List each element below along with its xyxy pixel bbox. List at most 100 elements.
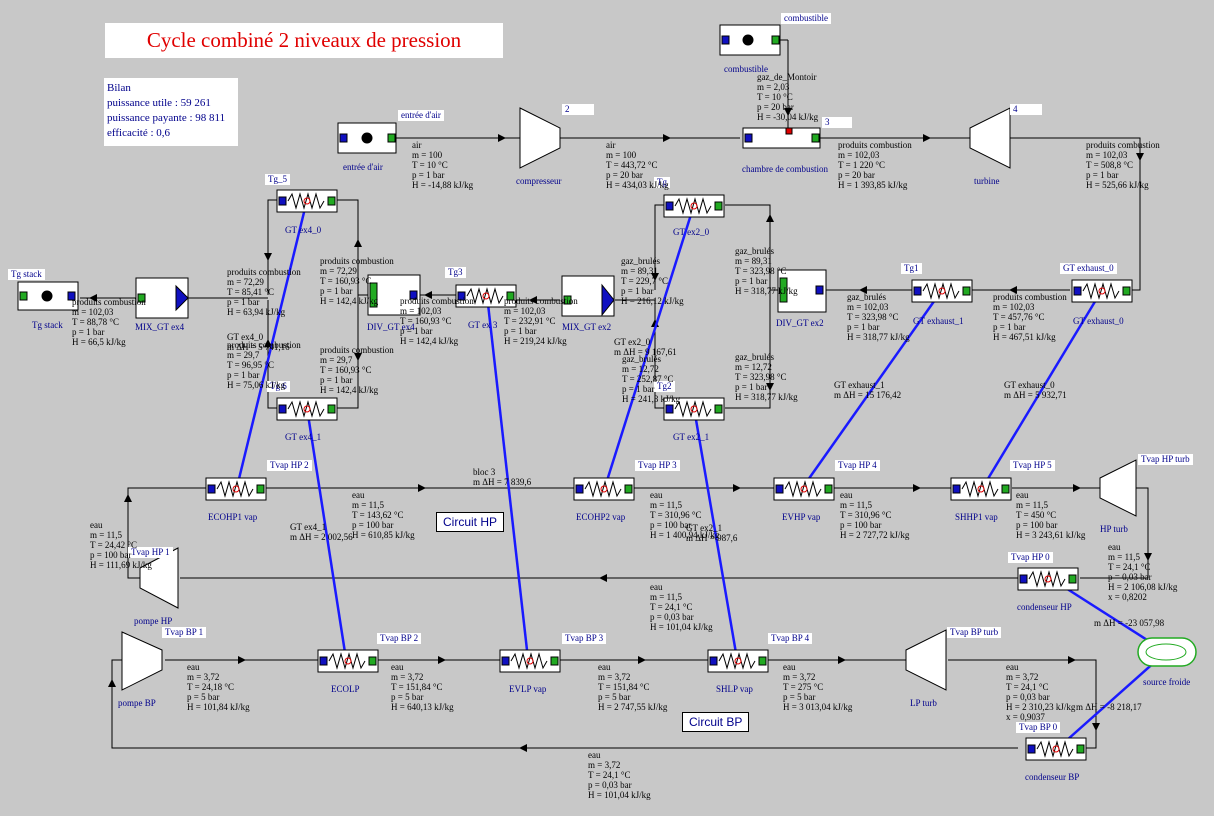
state-line: T = 151,84 °C	[391, 682, 443, 692]
evlp-label: EVLP vap	[509, 684, 547, 694]
exchange-line: m ΔH = 987,6	[686, 533, 738, 543]
state-line: m = 11,5	[650, 500, 682, 510]
evhp-tag[interactable]: Tvap HP 4	[835, 460, 880, 471]
gt-exhaust-1-tag[interactable]: Tg1	[901, 263, 922, 274]
shhp1-exchanger[interactable]	[950, 477, 1012, 501]
bilan-utile: puissance utile : 59 261	[107, 97, 211, 109]
state-line: T = 1 220 °C	[838, 160, 886, 170]
state-line: H = 101,84 kJ/kg	[187, 702, 250, 712]
combustible-tag[interactable]: combustible	[781, 13, 831, 24]
state-line: eau	[90, 520, 103, 530]
state-line: p = 5 bar	[598, 692, 631, 702]
ecolp-tag[interactable]: Tvap BP 2	[377, 633, 422, 644]
mix-gt-ex2-label: MIX_GT ex2	[562, 322, 612, 332]
gt-exhaust-0-label: GT exhaust_0	[1073, 316, 1124, 326]
compresseur-tag[interactable]: 2	[562, 104, 594, 115]
state-line: m = 3,72	[187, 672, 220, 682]
state-line: T = 450 °C	[1016, 510, 1057, 520]
gt-ex3-tag[interactable]: Tg3	[445, 267, 466, 278]
state-line: p = 1 bar	[72, 327, 105, 337]
state-line: T = 151,84 °C	[598, 682, 650, 692]
state-line: p = 5 bar	[187, 692, 220, 702]
state-line: gaz_brulés	[735, 352, 774, 362]
div-gt-ex2-label: DIV_GT ex2	[776, 318, 824, 328]
state-line: air	[412, 140, 422, 150]
cond-bp-tag[interactable]: Tvap BP 0	[1016, 722, 1061, 733]
state-line: m = 89,31	[735, 256, 772, 266]
state-line: H = 142,4 kJ/kg	[320, 296, 379, 306]
ecohp2-label: ECOHP2 vap	[576, 512, 626, 522]
ecolp-exchanger[interactable]	[317, 649, 379, 673]
gt-ex2-0-exchanger[interactable]	[663, 194, 725, 218]
pompe-hp-tag[interactable]: Tvap HP 1	[128, 547, 173, 558]
state-line: eau	[650, 490, 663, 500]
gt-ex3-exchanger[interactable]	[455, 284, 517, 308]
gt-exhaust-1-exchanger[interactable]	[911, 279, 973, 303]
exchange-line: GT ex4_1	[290, 522, 327, 532]
shlp-exchanger[interactable]	[707, 649, 769, 673]
hp-turb-tag[interactable]: Tvap HP turb	[1138, 454, 1193, 465]
exchange-line: bloc 3	[473, 467, 496, 477]
cond-bp-exchanger[interactable]	[1025, 737, 1087, 761]
cond-hp-tag[interactable]: Tvap HP 0	[1008, 552, 1053, 563]
state-line: T = 160,93 °C	[320, 276, 372, 286]
chambre-tag[interactable]: 3	[822, 117, 852, 128]
state-line: p = 1 bar	[735, 382, 768, 392]
state-line: m = 102,03	[504, 306, 546, 316]
state-line: T = 323,98 °C	[735, 372, 787, 382]
ecohp1-label: ECOHP1 vap	[208, 512, 258, 522]
gt-ex4-1-tag[interactable]: Tg 6	[267, 381, 290, 392]
state-line: T = 24,18 °C	[187, 682, 235, 692]
gt-ex4-0-exchanger[interactable]	[276, 189, 338, 213]
evlp-tag[interactable]: Tvap BP 3	[562, 633, 607, 644]
state-line: H = 2 747,55 kJ/kg	[598, 702, 668, 712]
ecohp1-tag[interactable]: Tvap HP 2	[267, 460, 312, 471]
bilan-heading: Bilan	[107, 82, 131, 94]
lp-turb-tag[interactable]: Tvap BP turb	[947, 627, 1002, 638]
pompe-bp-tag[interactable]: Tvap BP 1	[162, 627, 207, 638]
state-line: T = 508,8 °C	[1086, 160, 1134, 170]
tg-stack-tag[interactable]: Tg stack	[8, 269, 45, 280]
gt-ex2-1-exchanger[interactable]	[663, 397, 725, 421]
state-line: eau	[187, 662, 200, 672]
evhp-exchanger[interactable]	[773, 477, 835, 501]
cond-hp-exchanger[interactable]	[1017, 567, 1079, 591]
state-line: eau	[588, 750, 601, 760]
gt-ex4-0-tag[interactable]: Tg_5	[265, 174, 290, 185]
entree-air-tag[interactable]: entrée d'air	[398, 110, 444, 121]
state-line: H = 610,85 kJ/kg	[352, 530, 415, 540]
evlp-exchanger[interactable]	[499, 649, 561, 673]
state-line: T = 310,96 °C	[650, 510, 702, 520]
state-line: gaz_brulés	[621, 256, 660, 266]
bilan-box: Bilan puissance utile : 59 261 puissance…	[104, 78, 238, 146]
gt-ex2-0-tag[interactable]: Tg	[654, 177, 670, 188]
turbine-tag[interactable]: 4	[1010, 104, 1042, 115]
ecohp1-exchanger[interactable]	[205, 477, 267, 501]
state-line: p = 5 bar	[391, 692, 424, 702]
gt-exhaust-0-tag[interactable]: GT exhaust_0	[1060, 263, 1117, 274]
state-line: T = 143,62 °C	[352, 510, 404, 520]
state-line: p = 0,03 bar	[1108, 572, 1152, 582]
ecohp2-exchanger[interactable]	[573, 477, 635, 501]
gt-ex4-1-exchanger[interactable]	[276, 397, 338, 421]
state-line: p = 1 bar	[621, 286, 654, 296]
state-line: m = 11,5	[352, 500, 384, 510]
ecohp2-tag[interactable]: Tvap HP 3	[635, 460, 680, 471]
gt-exhaust-0-exchanger[interactable]	[1071, 279, 1133, 303]
shhp1-tag[interactable]: Tvap HP 5	[1010, 460, 1055, 471]
state-line: H = 63,94 kJ/kg	[227, 307, 286, 317]
circuit-hp-label: Circuit HP	[436, 512, 505, 532]
state-line: T = 323,98 °C	[847, 312, 899, 322]
exchange-line: m ΔH = 15 176,42	[834, 390, 902, 400]
turbine-label: turbine	[974, 176, 1000, 186]
shlp-tag[interactable]: Tvap BP 4	[768, 633, 813, 644]
gt-ex2-1-tag[interactable]: Tg2	[654, 381, 675, 392]
